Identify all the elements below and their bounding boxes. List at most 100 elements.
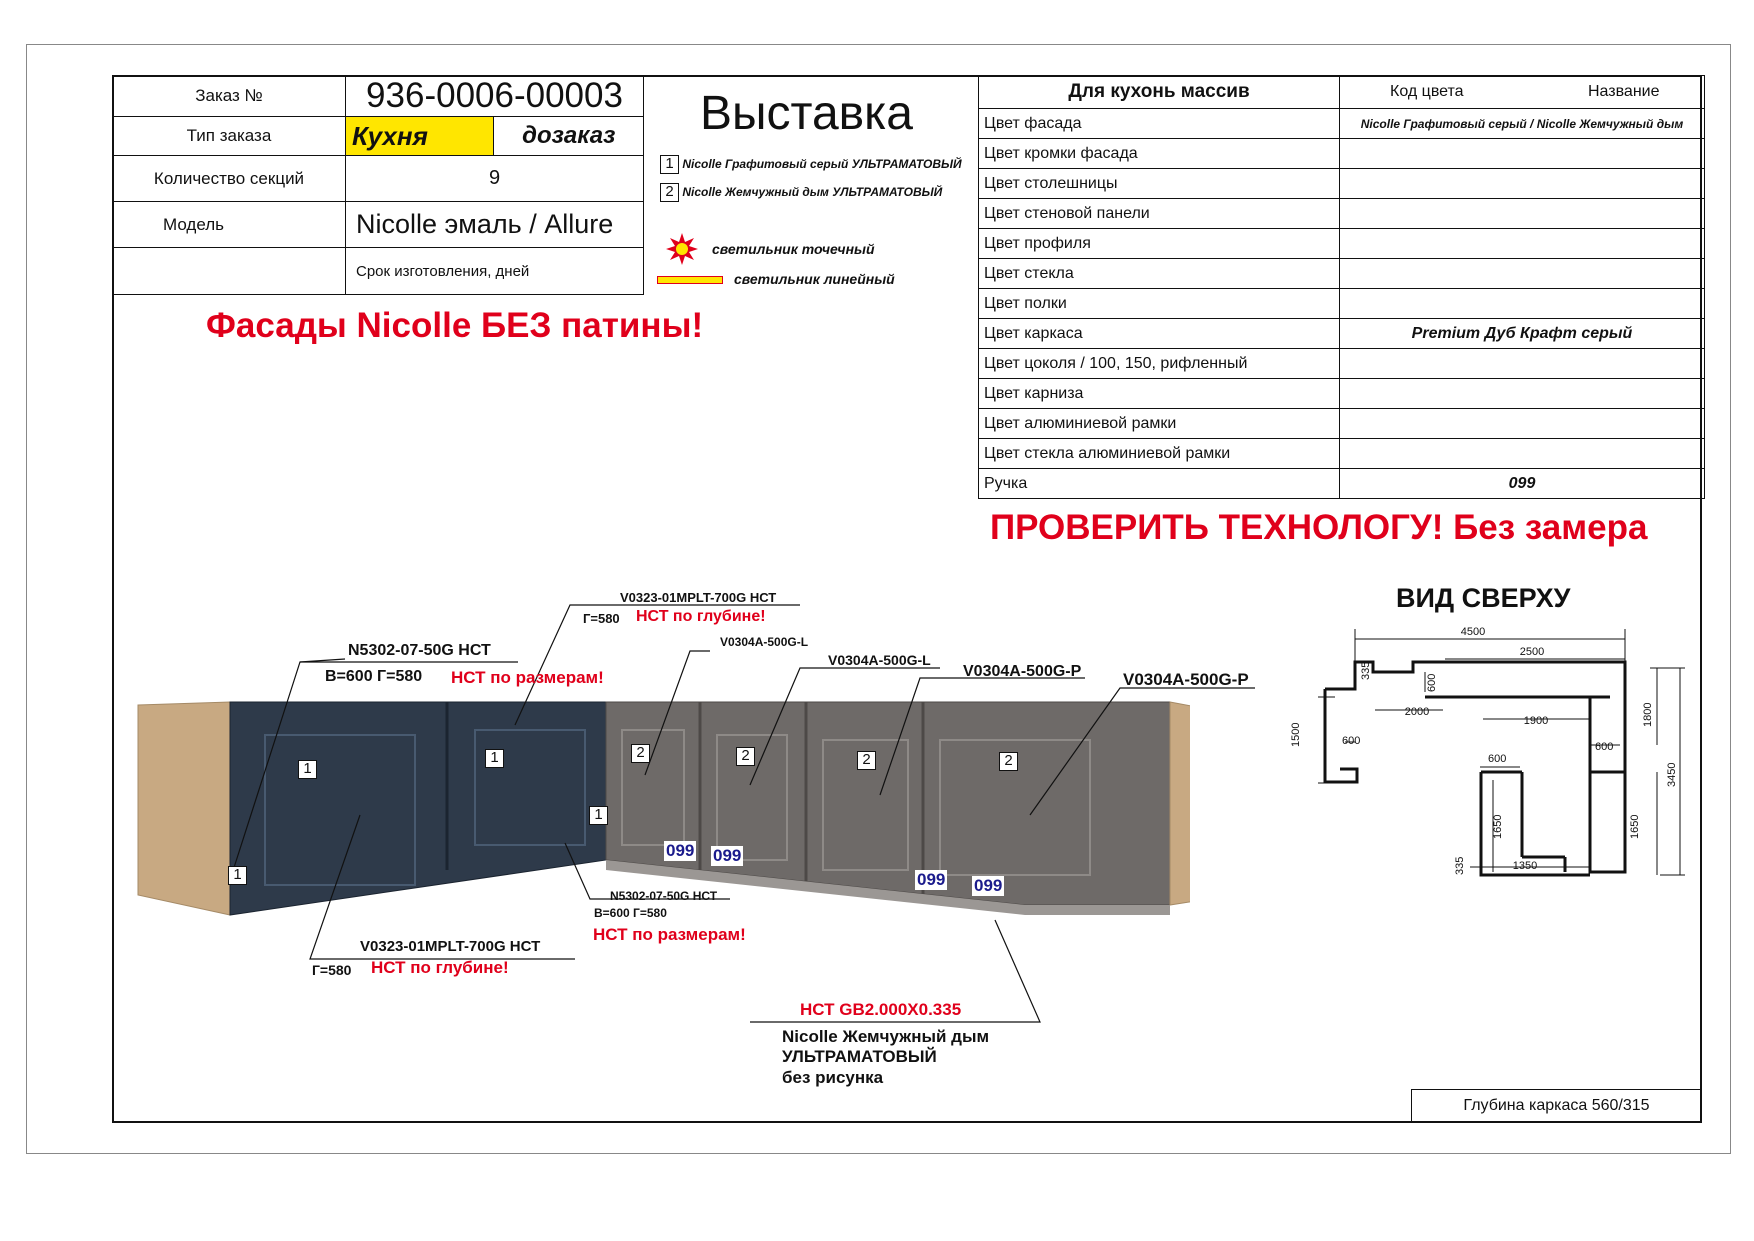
door-tag: 2: [857, 751, 876, 770]
cornice-line-3: без рисунка: [782, 1068, 884, 1087]
annotation-code: N5302-07-50G НСТ: [348, 642, 491, 659]
graphite-door-panel-2: [474, 729, 586, 846]
door-tag: 1: [298, 760, 317, 779]
dim-335-top: 335: [1360, 662, 1372, 680]
dim-2500: 2500: [1520, 646, 1544, 658]
dim-3450: 3450: [1666, 763, 1678, 787]
dim-1800: 1800: [1642, 703, 1654, 727]
frame-depth: Глубина каркаса 560/315: [1411, 1089, 1702, 1123]
color-row-label: Цвет цоколя / 100, 150, рифленный: [978, 348, 1340, 379]
door-tag: 1: [589, 806, 608, 825]
door-tag: 2: [736, 747, 755, 766]
dim-2000: 2000: [1405, 706, 1429, 718]
cornice-line-1: Nicolle Жемчужный дым: [782, 1027, 990, 1046]
linear-light-label: светильник линейный: [734, 271, 895, 287]
annotation-note: НСТ по глубине!: [371, 958, 509, 977]
annotation-code: V0304A-500G-P: [963, 663, 1082, 680]
color-row-label: Цвет алюминиевой рамки: [978, 408, 1340, 439]
color-row-value: [1339, 168, 1705, 199]
dim-600-left: 600: [1342, 735, 1360, 747]
order-table: Заказ № 936-0006-00003 Тип заказа Кухня …: [112, 75, 644, 295]
handle-label: 099: [915, 870, 948, 890]
empty-cell: [112, 247, 346, 295]
legend-label-2: Nicolle Жемчужный дым УЛЬТРАМАТОВЫЙ: [682, 185, 943, 199]
cornice-line-2: УЛЬТРАМАТОВЫЙ: [782, 1047, 937, 1066]
bottom-cornice: [606, 860, 1170, 915]
top-view-plan: 4500 2500 335 600 2000 1900 1800 1500 60…: [1290, 626, 1685, 877]
color-row-label: Цвет профиля: [978, 228, 1340, 259]
warning-check-technologist: ПРОВЕРИТЬ ТЕХНОЛОГУ! Без замера: [990, 508, 1648, 547]
annotation-dims: Г=580: [312, 962, 352, 978]
annotation-code: V0304A-500G-P: [1123, 670, 1249, 689]
dim-600-top: 600: [1426, 674, 1438, 692]
order-no-label: Заказ №: [112, 75, 346, 117]
color-row-label: Цвет кромки фасада: [978, 138, 1340, 169]
handle-label: 099: [711, 846, 744, 866]
color-row-label: Цвет стекла алюминиевой рамки: [978, 438, 1340, 469]
code-header: Код цвета: [1390, 83, 1464, 100]
graphite-door-panel-1: [264, 734, 416, 886]
dim-600-mid: 600: [1488, 753, 1506, 765]
legend-item-1: 1 Nicolle Графитовый серый УЛЬТРАМАТОВЫЙ: [660, 155, 962, 174]
dim-335-bottom: 335: [1454, 857, 1466, 875]
annotation-dims: В=600 Г=580: [325, 668, 423, 685]
annotation-code: V0323-01MPLT-700G НСТ: [360, 938, 541, 955]
handle-label: 099: [972, 876, 1005, 896]
legend-label-1: Nicolle Графитовый серый УЛЬТРАМАТОВЫЙ: [682, 157, 962, 171]
color-row: Цвет столешницы: [978, 168, 1705, 199]
dim-1650-right: 1650: [1629, 815, 1641, 839]
color-table: Для кухонь массив Код цвета Название Цве…: [978, 75, 1705, 499]
color-row-value: 099: [1339, 468, 1705, 499]
dim-1900: 1900: [1524, 715, 1548, 727]
color-row-label: Цвет карниза: [978, 378, 1340, 409]
spot-light-label: светильник точечный: [712, 241, 875, 257]
annotation-note: НСТ по размерам!: [451, 668, 604, 687]
spot-light-icon: [666, 233, 698, 265]
linear-light-icon: [657, 276, 723, 284]
name-header: Название: [1588, 83, 1660, 100]
color-row-label: Цвет полки: [978, 288, 1340, 319]
annotation-code: V0304A-500G-L: [828, 652, 931, 668]
legend-item-2: 2 Nicolle Жемчужный дым УЛЬТРАМАТОВЫЙ: [660, 183, 942, 202]
warning-no-patina: Фасады Nicolle БЕЗ патины!: [206, 306, 704, 345]
annotation-code: V0304A-500G-L: [720, 635, 809, 649]
annotation-dims: Г=580: [583, 611, 620, 626]
door-tag: 1: [228, 866, 247, 885]
color-row-label: Ручка: [978, 468, 1340, 499]
order-type-extra: дозаказ: [493, 116, 644, 156]
color-row-value: [1339, 438, 1705, 469]
order-type-label: Тип заказа: [112, 116, 346, 156]
order-no: 936-0006-00003: [345, 75, 644, 117]
dim-4500: 4500: [1461, 626, 1485, 638]
annotation-dims: В=600 Г=580: [594, 906, 667, 920]
color-table-header: Для кухонь массив: [978, 75, 1340, 109]
color-row-value: [1339, 348, 1705, 379]
cornice-code: НСТ GB2.000X0.335: [800, 1000, 962, 1019]
annotation-code: N5302-07-50G НСТ: [610, 889, 718, 903]
model-value: Nicolle эмаль / Allure: [345, 201, 644, 248]
right-side-panel: [1169, 701, 1190, 906]
color-row: Цвет карниза: [978, 378, 1705, 409]
handle-label: 099: [664, 841, 697, 861]
annotation-code: V0323-01MPLT-700G НСТ: [620, 590, 777, 605]
dim-1650-left: 1650: [1492, 815, 1504, 839]
color-row: Цвет стекла алюминиевой рамки: [978, 438, 1705, 469]
sheet-border: [26, 44, 1731, 1154]
model-label: Модель: [112, 201, 346, 248]
annotation-note: НСТ по глубине!: [636, 608, 766, 625]
door-tag: 2: [999, 752, 1018, 771]
top-view-title: ВИД СВЕРХУ: [1396, 583, 1571, 613]
drawing-frame: [112, 75, 1702, 1123]
exhibition-title: Выставка: [700, 87, 913, 140]
term-label: Срок изготовления, дней: [345, 247, 644, 295]
color-row: Цвет цоколя / 100, 150, рифленный: [978, 348, 1705, 379]
legend-tag-1: 1: [660, 155, 679, 174]
sections-label: Количество секций: [112, 155, 346, 202]
sections-value: 9: [345, 155, 644, 202]
color-row-value: Nicolle Графитовый серый / Nicolle Жемчу…: [1339, 108, 1705, 139]
order-type-value: Кухня: [344, 116, 495, 156]
color-row-value: [1339, 228, 1705, 259]
